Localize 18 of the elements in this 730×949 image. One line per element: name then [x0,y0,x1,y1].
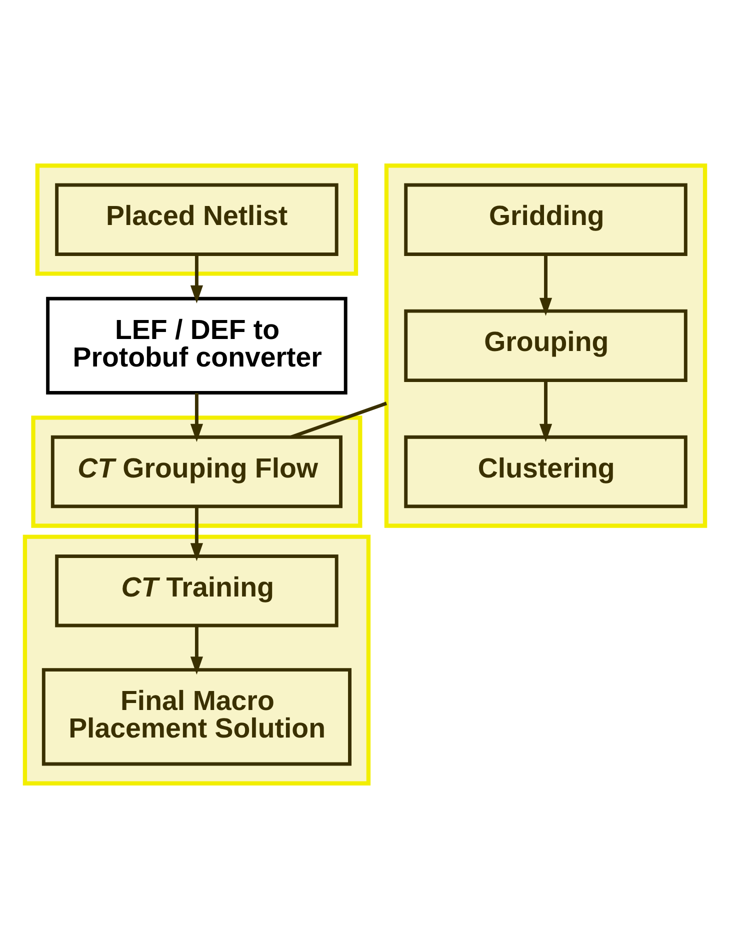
arrow [190,254,204,304]
node-box: Clustering [404,435,688,508]
node-box: Gridding [404,183,688,256]
node-box: Grouping [404,309,688,382]
cluster [22,534,371,786]
node-box: CT Training [55,554,338,628]
node-box: LEF / DEF to Protobuf converter [46,296,348,395]
cluster [35,164,358,276]
arrow [190,506,204,562]
cluster [384,164,708,528]
cluster [31,416,362,528]
node-box: Final Macro Placement Solution [42,668,352,766]
node-box: Placed Netlist [55,183,338,256]
arrow [190,626,204,675]
node-box: CT Grouping Flow [50,435,342,508]
arrow [190,392,204,442]
arrow [539,380,552,442]
arrow [539,254,552,316]
